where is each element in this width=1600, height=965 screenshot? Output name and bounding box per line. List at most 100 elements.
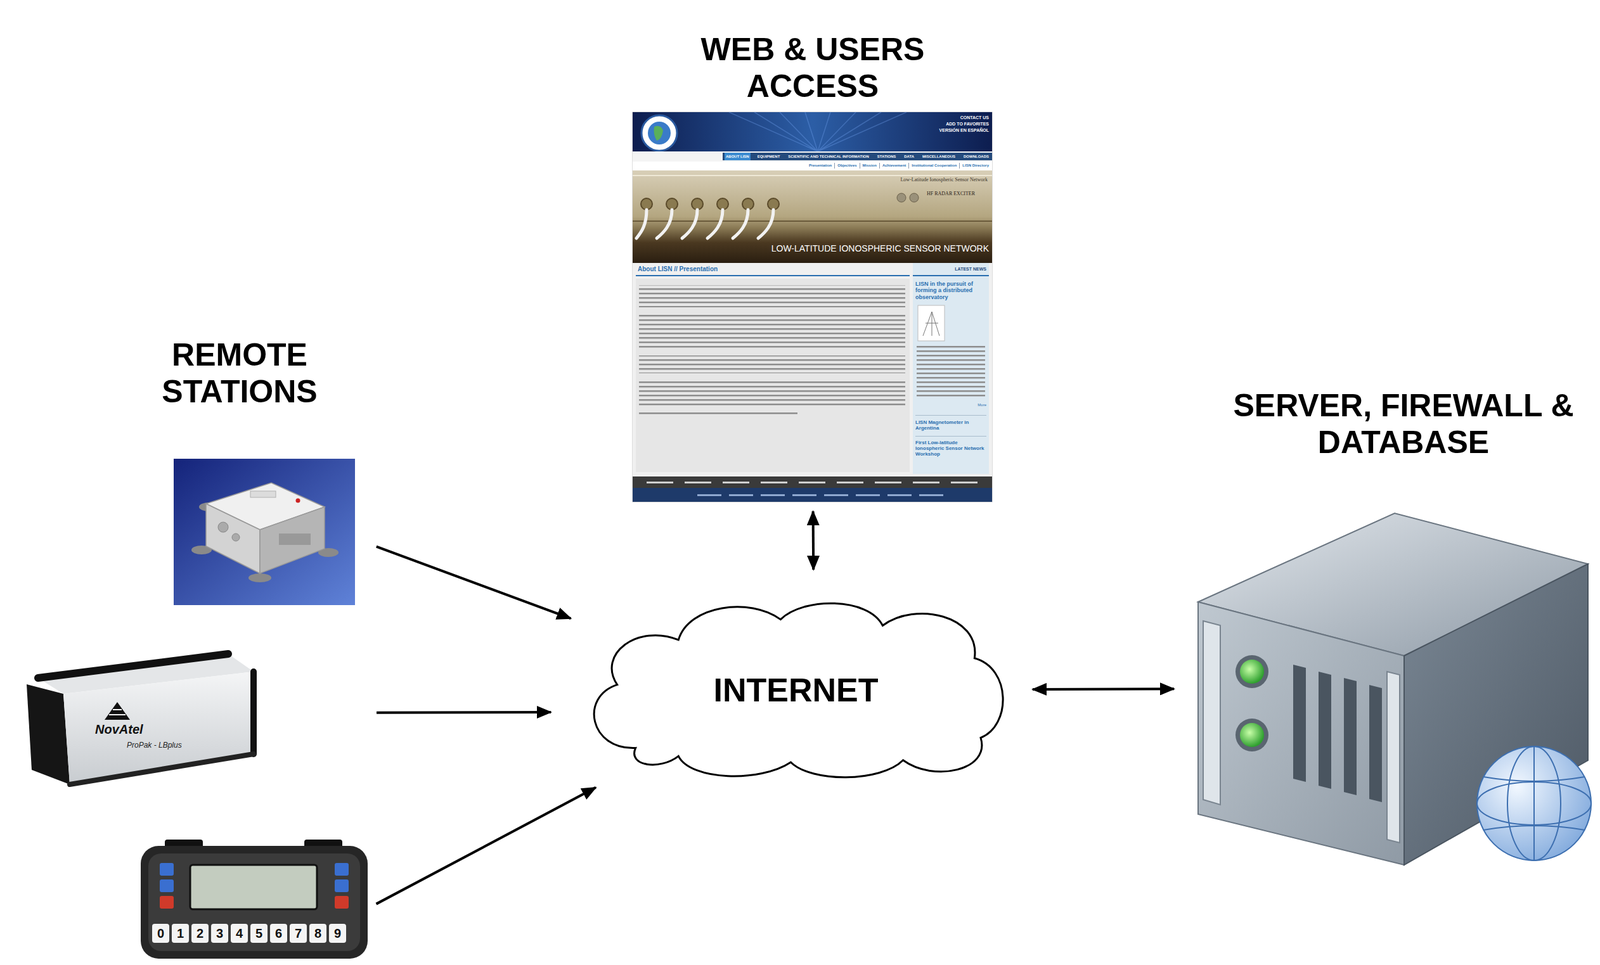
website-screenshot	[632, 220, 993, 222]
remote-station-2	[104, 702, 130, 721]
device-brand: NovAtel	[95, 722, 172, 738]
website-screenshot	[917, 305, 945, 342]
website-screenshot	[922, 311, 940, 336]
server-illustration	[1198, 513, 1592, 866]
website-screenshot	[640, 481, 983, 484]
label-holder: Low-Latitude Ionospheric Sensor Network	[843, 176, 988, 183]
label-holder: First Low-latitude Ionospheric Sensor Ne…	[915, 439, 987, 458]
keypad-key: 4	[230, 924, 248, 944]
panel-engraving: Low-Latitude Ionospheric Sensor Network	[843, 176, 988, 183]
remote-station-3	[334, 879, 349, 893]
internet-cloud: INTERNET	[574, 595, 1018, 787]
label-holder: LISN in the pursuit of forming a distrib…	[915, 280, 987, 301]
label-holder: More	[915, 403, 987, 408]
website-screenshot	[758, 209, 774, 239]
remote-station-3	[334, 896, 349, 910]
website-screenshot	[732, 209, 749, 239]
website-screenshot	[632, 151, 993, 162]
connector-arrow	[376, 547, 572, 619]
website-screenshot	[636, 209, 647, 239]
website-screenshot	[915, 436, 987, 437]
nav-item: DATA	[902, 152, 916, 161]
remote-station-3	[159, 879, 174, 893]
server-illustration	[1318, 671, 1332, 790]
keypad-key: 7	[289, 924, 307, 944]
remote-station-1	[173, 458, 355, 606]
connector-arrow	[376, 787, 596, 905]
website-screenshot	[654, 126, 664, 141]
label-holder: ProPak - LBplus	[126, 741, 216, 751]
site-link: ADD TO FAVORITES	[925, 121, 989, 128]
website-screenshot	[632, 170, 993, 264]
remote-station-1	[278, 533, 311, 546]
remote-station-2	[63, 671, 254, 785]
subnav-item: LISN Directory	[959, 162, 989, 169]
remote-station-3	[140, 839, 368, 960]
remote-station-3	[190, 865, 317, 910]
more-link: More	[915, 403, 987, 408]
server-illustration	[1235, 718, 1269, 752]
subnav-item: Presentation	[808, 162, 832, 169]
server-illustration	[1239, 723, 1265, 748]
website-screenshot	[647, 121, 671, 145]
server-illustration	[1483, 746, 1585, 861]
website-screenshot	[632, 263, 993, 503]
remote-station-3	[334, 863, 349, 877]
remote-station-1	[296, 498, 301, 504]
cloud-outline	[593, 603, 1003, 778]
remote-station-2	[109, 709, 126, 716]
server-illustration	[1369, 685, 1382, 803]
remote-station-3	[148, 853, 361, 952]
website-screenshot	[635, 278, 910, 473]
website-screenshot	[909, 193, 919, 203]
news-link: First Low-latitude Ionospheric Sensor Ne…	[915, 439, 987, 458]
site-sub-nav: PresentationObjectivesMissionAchievement…	[748, 162, 989, 169]
remote-station-3	[159, 896, 174, 910]
label-holder: NovAtel	[95, 722, 172, 738]
website-screenshot	[638, 313, 906, 350]
site-link: VERSIÓN EN ESPAÑOL	[925, 127, 989, 134]
label-holder: LATEST NEWS	[914, 266, 987, 272]
keypad-key: 0	[152, 924, 170, 944]
remote-station-1	[248, 573, 272, 583]
website-screenshot	[638, 379, 906, 407]
remote-station-2	[38, 654, 229, 679]
keypad-key: 1	[171, 924, 189, 944]
remote-stations-group: REMOTE STATIONS	[19, 337, 375, 961]
connector-group	[376, 511, 1175, 905]
keypad-key: 3	[211, 924, 229, 944]
website-screenshot	[912, 263, 989, 475]
label-holder: HF RADAR EXCITER	[926, 190, 986, 197]
remote-station-2	[26, 654, 254, 785]
website-screenshot	[632, 488, 993, 503]
website-screenshot	[896, 193, 906, 203]
server-illustration	[1477, 746, 1592, 861]
site-top-links: CONTACT USADD TO FAVORITESVERSIÓN EN ESP…	[925, 114, 989, 134]
website-screenshot	[916, 345, 986, 399]
site-link: CONTACT US	[925, 114, 989, 122]
connector-arrow	[1032, 687, 1175, 691]
nav-item: EQUIPMENT	[756, 152, 782, 161]
remote-station-1	[259, 507, 325, 574]
keypad-key: 9	[329, 924, 347, 944]
site-nav-bar: ABOUT LISN EQUIPMENT SCIENTIFIC AND TECHNI…	[722, 152, 993, 161]
keypad-key: 5	[250, 924, 268, 944]
device-keypad: 0123456789	[152, 924, 355, 944]
node-heading: REMOTE STATIONS	[119, 337, 361, 411]
remote-station-2	[69, 754, 254, 785]
nav-item: SCIENTIFIC AND TECHNICAL INFORMATION	[786, 152, 871, 161]
keypad-key: 6	[270, 924, 288, 944]
website-screenshot	[915, 415, 987, 416]
website-screenshot	[742, 198, 754, 210]
remote-station-1	[218, 522, 229, 533]
website-screenshot	[666, 198, 678, 210]
keypad-key: 8	[309, 924, 327, 944]
node-heading: SERVER, FIREWALL & DATABASE	[1213, 387, 1594, 461]
nav-item: ABOUT LISN	[724, 152, 751, 161]
website-screenshot	[640, 198, 653, 210]
remote-station-2	[250, 671, 257, 755]
website-screenshot	[640, 198, 780, 210]
server-illustration	[1293, 664, 1306, 783]
website-screenshot	[716, 198, 729, 210]
